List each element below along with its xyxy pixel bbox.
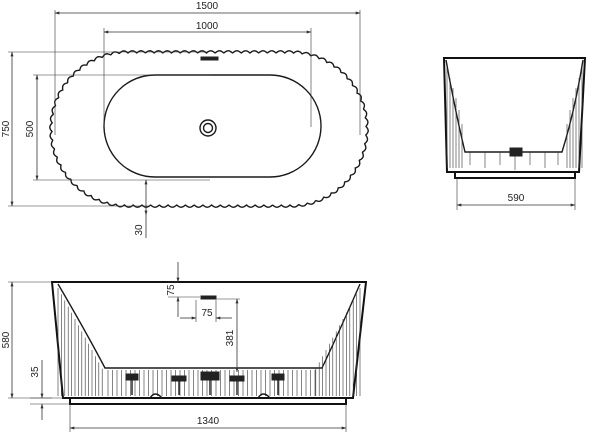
- top-view-outer-rim: [49, 50, 369, 208]
- side-view-right-flutes: [315, 288, 361, 396]
- overflow-slot: [200, 56, 219, 61]
- top-view-drain: [199, 119, 217, 137]
- dim-label-1500: 1500: [196, 1, 219, 12]
- top-view: 1500 1000 750 500 30: [1, 1, 369, 238]
- side-view-feet: [125, 371, 285, 399]
- dim-label-500: 500: [25, 120, 36, 137]
- dim-label-1340: 1340: [197, 416, 220, 427]
- end-view-inner: [445, 59, 584, 153]
- end-view-base: [454, 172, 576, 179]
- end-view-left-flute-panel: [446, 68, 463, 168]
- end-view-feet: [469, 152, 559, 170]
- dim-label-590: 590: [508, 193, 525, 204]
- side-view-base: [69, 398, 347, 405]
- dim-label-1000: 1000: [196, 21, 219, 32]
- end-view: 590: [442, 57, 587, 210]
- dim-label-580: 580: [1, 331, 12, 348]
- dim-label-35: 35: [30, 366, 41, 378]
- end-view-right-flute-panel: [566, 68, 583, 168]
- end-view-outer: [442, 57, 587, 173]
- dim-label-750: 750: [1, 120, 12, 137]
- dim-label-381: 381: [225, 329, 236, 346]
- side-view-inner-bowl: [57, 283, 361, 369]
- dim-label-75-horizontal: 75: [201, 308, 213, 319]
- dim-label-30: 30: [134, 224, 145, 236]
- side-view-overflow: [200, 295, 217, 300]
- top-view-drain-inner: [202, 122, 214, 134]
- dim-label-75-vertical: 75: [166, 284, 177, 296]
- side-view-outer: [50, 281, 368, 399]
- end-view-drain-fitting: [509, 147, 523, 157]
- side-view: 75 75 381 580 35 1340: [1, 262, 368, 432]
